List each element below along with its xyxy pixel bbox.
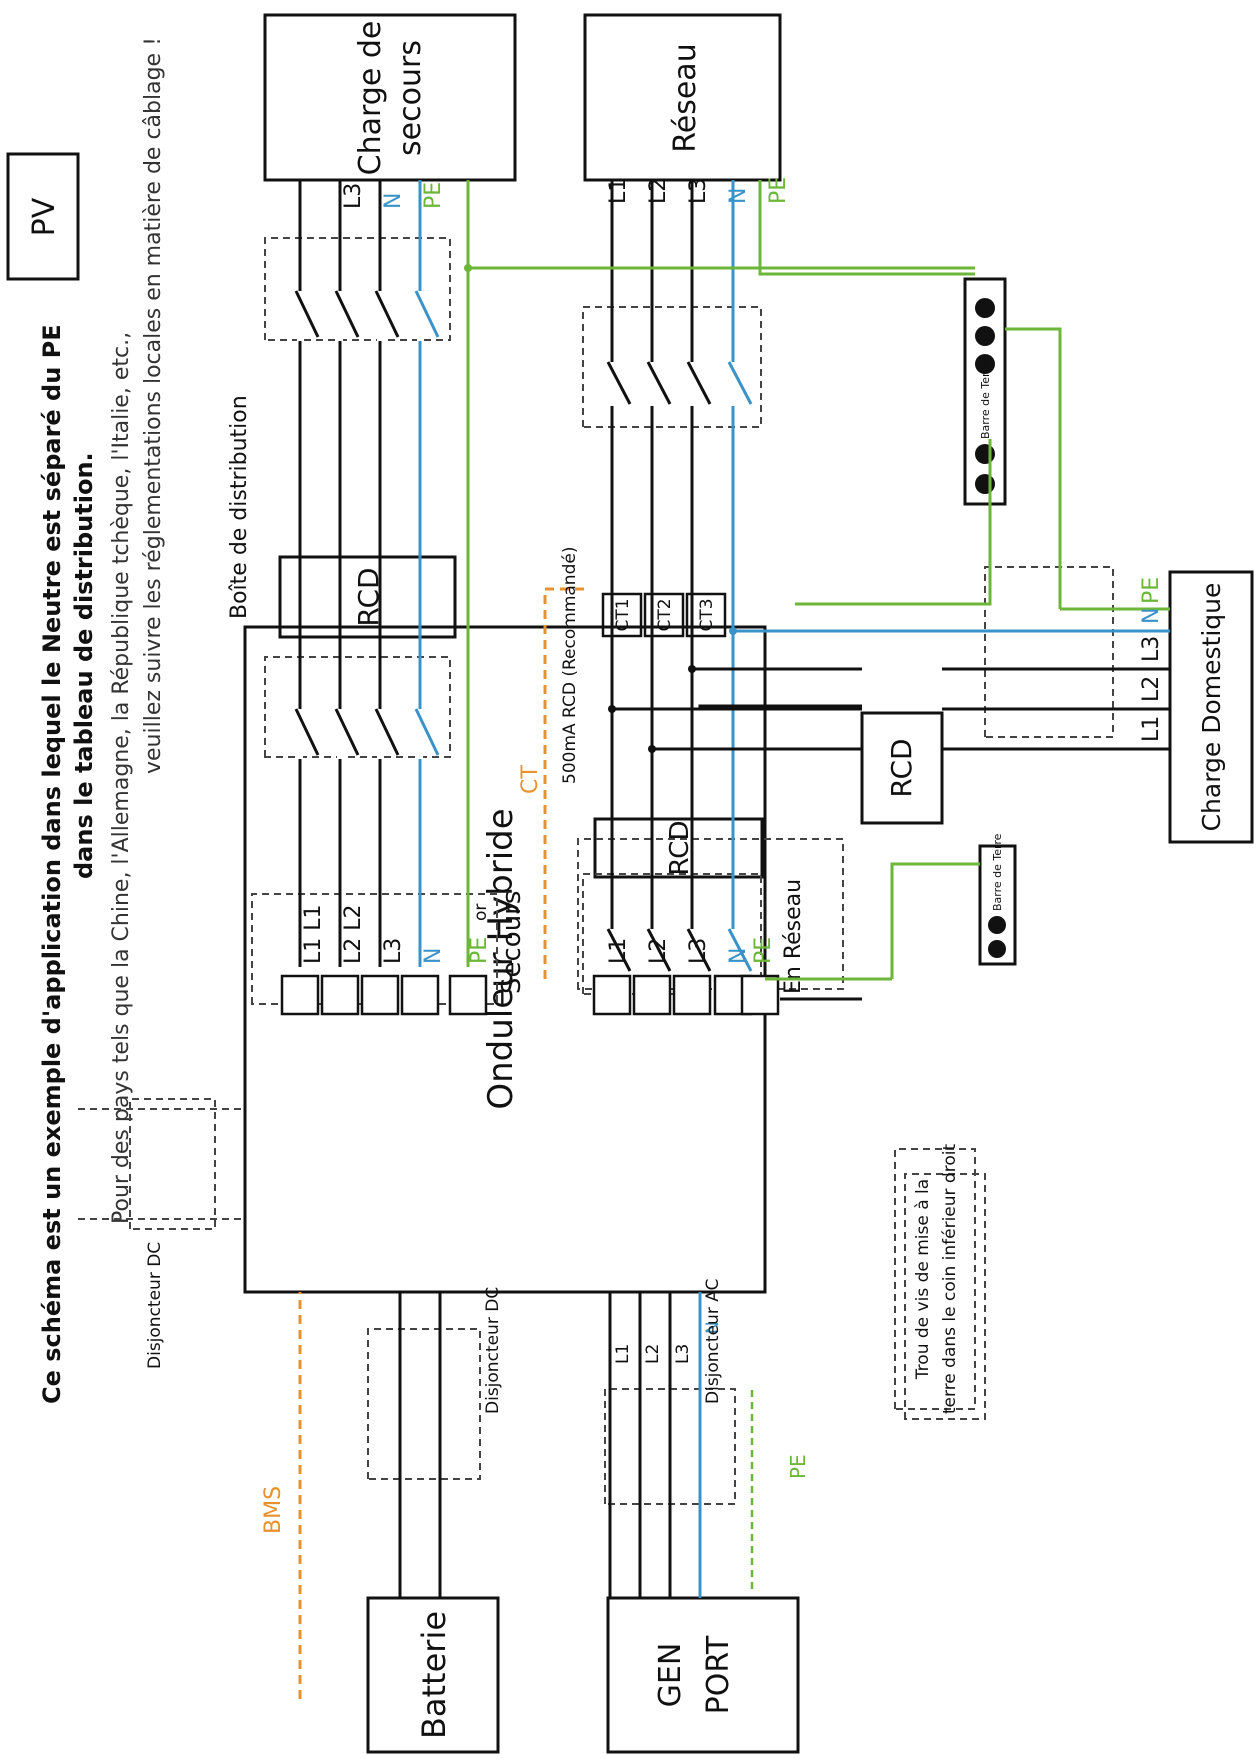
- ct3-box: [685, 592, 727, 638]
- backup-load-n: N: [381, 193, 406, 209]
- note-title-line1: Ce schéma est un exemple d'application d…: [38, 324, 66, 1404]
- home-load-l1: L1: [1139, 716, 1164, 742]
- backup-load-label-1: Charge de: [353, 21, 388, 176]
- pv-label: PV: [27, 197, 62, 236]
- home-load-pe-label: PE: [1139, 577, 1164, 604]
- backup-rcd-box: [278, 555, 457, 639]
- home-load-label: Charge Domestique: [1197, 583, 1226, 832]
- backup-load-label-2: secours: [393, 40, 428, 156]
- home-load-box: [1168, 570, 1254, 844]
- backup-pe-label: PE: [467, 937, 492, 964]
- grid-port-label: En Réseau: [781, 879, 806, 994]
- home-rcd-box: [860, 711, 944, 825]
- pe-junction: [464, 264, 472, 272]
- home-load-pe-to-bar: [1005, 327, 1062, 609]
- gen-port-label-2: PORT: [701, 1635, 736, 1714]
- grid-l3-label: L3: [686, 938, 711, 964]
- backup-switch-gaps: [297, 291, 423, 759]
- rcd-500-label: 500mA RCD (Recommandé): [560, 547, 580, 784]
- note-body-line1: Pour des pays tels que la Chine, l'Allem…: [109, 332, 134, 1224]
- backup-or-label: or: [471, 904, 491, 921]
- grid-wires: [610, 180, 694, 967]
- battery-label: Batterie: [415, 1611, 453, 1739]
- bms-label: BMS: [261, 1486, 286, 1534]
- ct2-label: CT2: [655, 598, 675, 631]
- grid-rcd-box: [593, 817, 764, 879]
- grid-rcd-label: RCD: [665, 821, 695, 876]
- ct1-box: [601, 592, 643, 638]
- earth-bar-main-label: Barre de Terre: [979, 361, 992, 439]
- battery-dc-breaker-label: Disjoncteur DC: [483, 1287, 503, 1414]
- backup-switches: [294, 290, 400, 756]
- grid-box: [583, 13, 782, 182]
- gen-l1-label: L1: [613, 1344, 633, 1364]
- home-load-l3: L3: [1139, 636, 1164, 662]
- grid-side-l1: L1: [606, 178, 631, 204]
- note-title-line2: dans le tableau de distribution.: [70, 452, 98, 879]
- home-load-phase-branches: [612, 667, 1170, 751]
- grid-pe-to-inverter: [795, 439, 992, 606]
- grid-neutral-switches: [727, 361, 753, 972]
- grid-switches: [606, 361, 712, 972]
- grid-side-pe: PE: [766, 177, 791, 204]
- grid-l2-label: L2: [646, 938, 671, 964]
- gen-l2-label: L2: [643, 1344, 663, 1364]
- ground-screw-note: [894, 1148, 976, 1410]
- gen-pe-label: PE: [786, 1454, 810, 1479]
- backup-n-label: N: [421, 948, 446, 964]
- gen-port-label-1: GEN: [653, 1643, 688, 1708]
- earth-bar-small: [978, 844, 1017, 966]
- grid-side-n: N: [726, 188, 751, 204]
- gen-wires: [608, 1292, 672, 1598]
- ground-screw-note-line1: Trou de vis de mise à la: [913, 1179, 933, 1380]
- earth-bar-small-label: Barre de Terre: [991, 833, 1004, 911]
- home-rcd-label: RCD: [885, 738, 918, 797]
- earth-bar-main: [963, 277, 1007, 506]
- gen-n-label: N: [703, 1321, 723, 1334]
- pv-dc-breaker-label: Disjoncteur DC: [145, 1242, 165, 1369]
- home-load-l2: L2: [1139, 676, 1164, 702]
- ground-screw-note-line2: terre dans le coin inférieur droit: [940, 1144, 960, 1415]
- backup-load-l3: L3: [341, 183, 366, 209]
- backup-neutral-switches: [414, 290, 440, 756]
- backup-load-pe: PE: [421, 182, 446, 209]
- home-load-n: N: [1139, 608, 1164, 624]
- pv-box: [6, 152, 80, 281]
- note-body-line2: veuillez suivre les réglementations loca…: [141, 37, 166, 774]
- ct-label: CT: [518, 765, 543, 794]
- gen-l3-label: L3: [673, 1344, 693, 1364]
- inverter-label: Onduleur Hybride: [481, 808, 521, 1109]
- distribution-box-label: Boîte de distribution: [227, 395, 252, 619]
- ct1-label: CT1: [613, 598, 633, 631]
- gen-port-box: [606, 1596, 800, 1754]
- ct3-label: CT3: [697, 598, 717, 631]
- backup-load-box: [263, 13, 517, 182]
- backup-port-label: Secours: [497, 891, 527, 994]
- backup-l3-label: L3: [381, 938, 406, 964]
- backup-l2-label: L2 L2: [341, 904, 366, 964]
- grid-pe-label: PE: [751, 937, 776, 964]
- home-load-neutral-junction: [729, 627, 737, 635]
- inverter-earth-to-bar: [890, 862, 980, 979]
- grid-n-label: N: [726, 948, 751, 964]
- inverter-box: [243, 625, 767, 1294]
- earth-bar-small-terminals: [988, 916, 1006, 958]
- grid-side-l3: L3: [686, 178, 711, 204]
- grid-l1-label: L1: [606, 938, 631, 964]
- backup-terminals: [280, 974, 488, 1016]
- grid-side-l2: L2: [646, 178, 671, 204]
- home-load-junctions: [608, 665, 696, 753]
- ct2-box: [643, 592, 685, 638]
- backup-l1-label: L1 L1: [301, 904, 326, 964]
- grid-pe-wire: [758, 180, 975, 276]
- grid-label: Réseau: [668, 43, 703, 152]
- gen-ac-breaker-label: Disjoncteur AC: [703, 1279, 723, 1404]
- grid-terminals: [592, 974, 780, 1016]
- battery-box: [366, 1596, 500, 1754]
